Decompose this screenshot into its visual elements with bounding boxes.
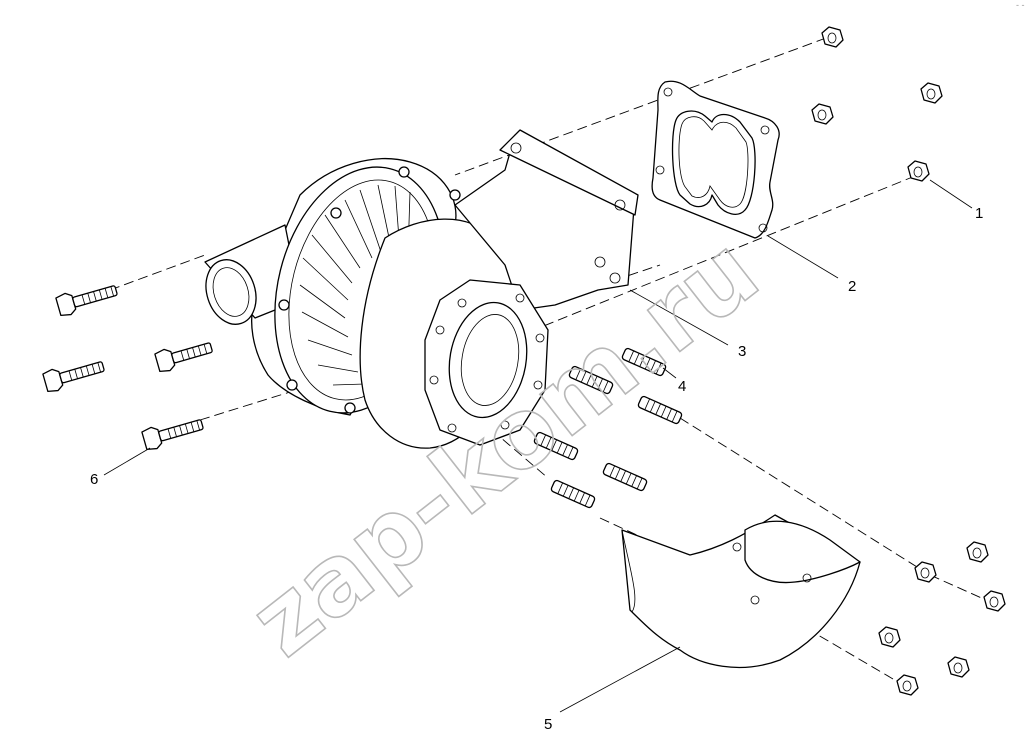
heat-shield bbox=[621, 514, 861, 669]
callout-3: 3 bbox=[738, 343, 746, 360]
corner-mark: - - bbox=[1016, 0, 1025, 10]
studs bbox=[533, 347, 683, 509]
gasket bbox=[651, 80, 780, 239]
bolts bbox=[42, 285, 213, 451]
turbocharger bbox=[204, 129, 639, 449]
callout-6: 6 bbox=[90, 471, 98, 488]
callouts: 1 2 3 4 5 6 bbox=[90, 205, 983, 733]
nuts bbox=[811, 26, 1006, 696]
callout-5: 5 bbox=[544, 716, 552, 733]
callout-2: 2 bbox=[848, 278, 856, 295]
callout-1: 1 bbox=[975, 205, 983, 222]
callout-4: 4 bbox=[678, 378, 686, 395]
assembly-axis-lines bbox=[109, 37, 996, 687]
leader-lines bbox=[103, 179, 973, 713]
